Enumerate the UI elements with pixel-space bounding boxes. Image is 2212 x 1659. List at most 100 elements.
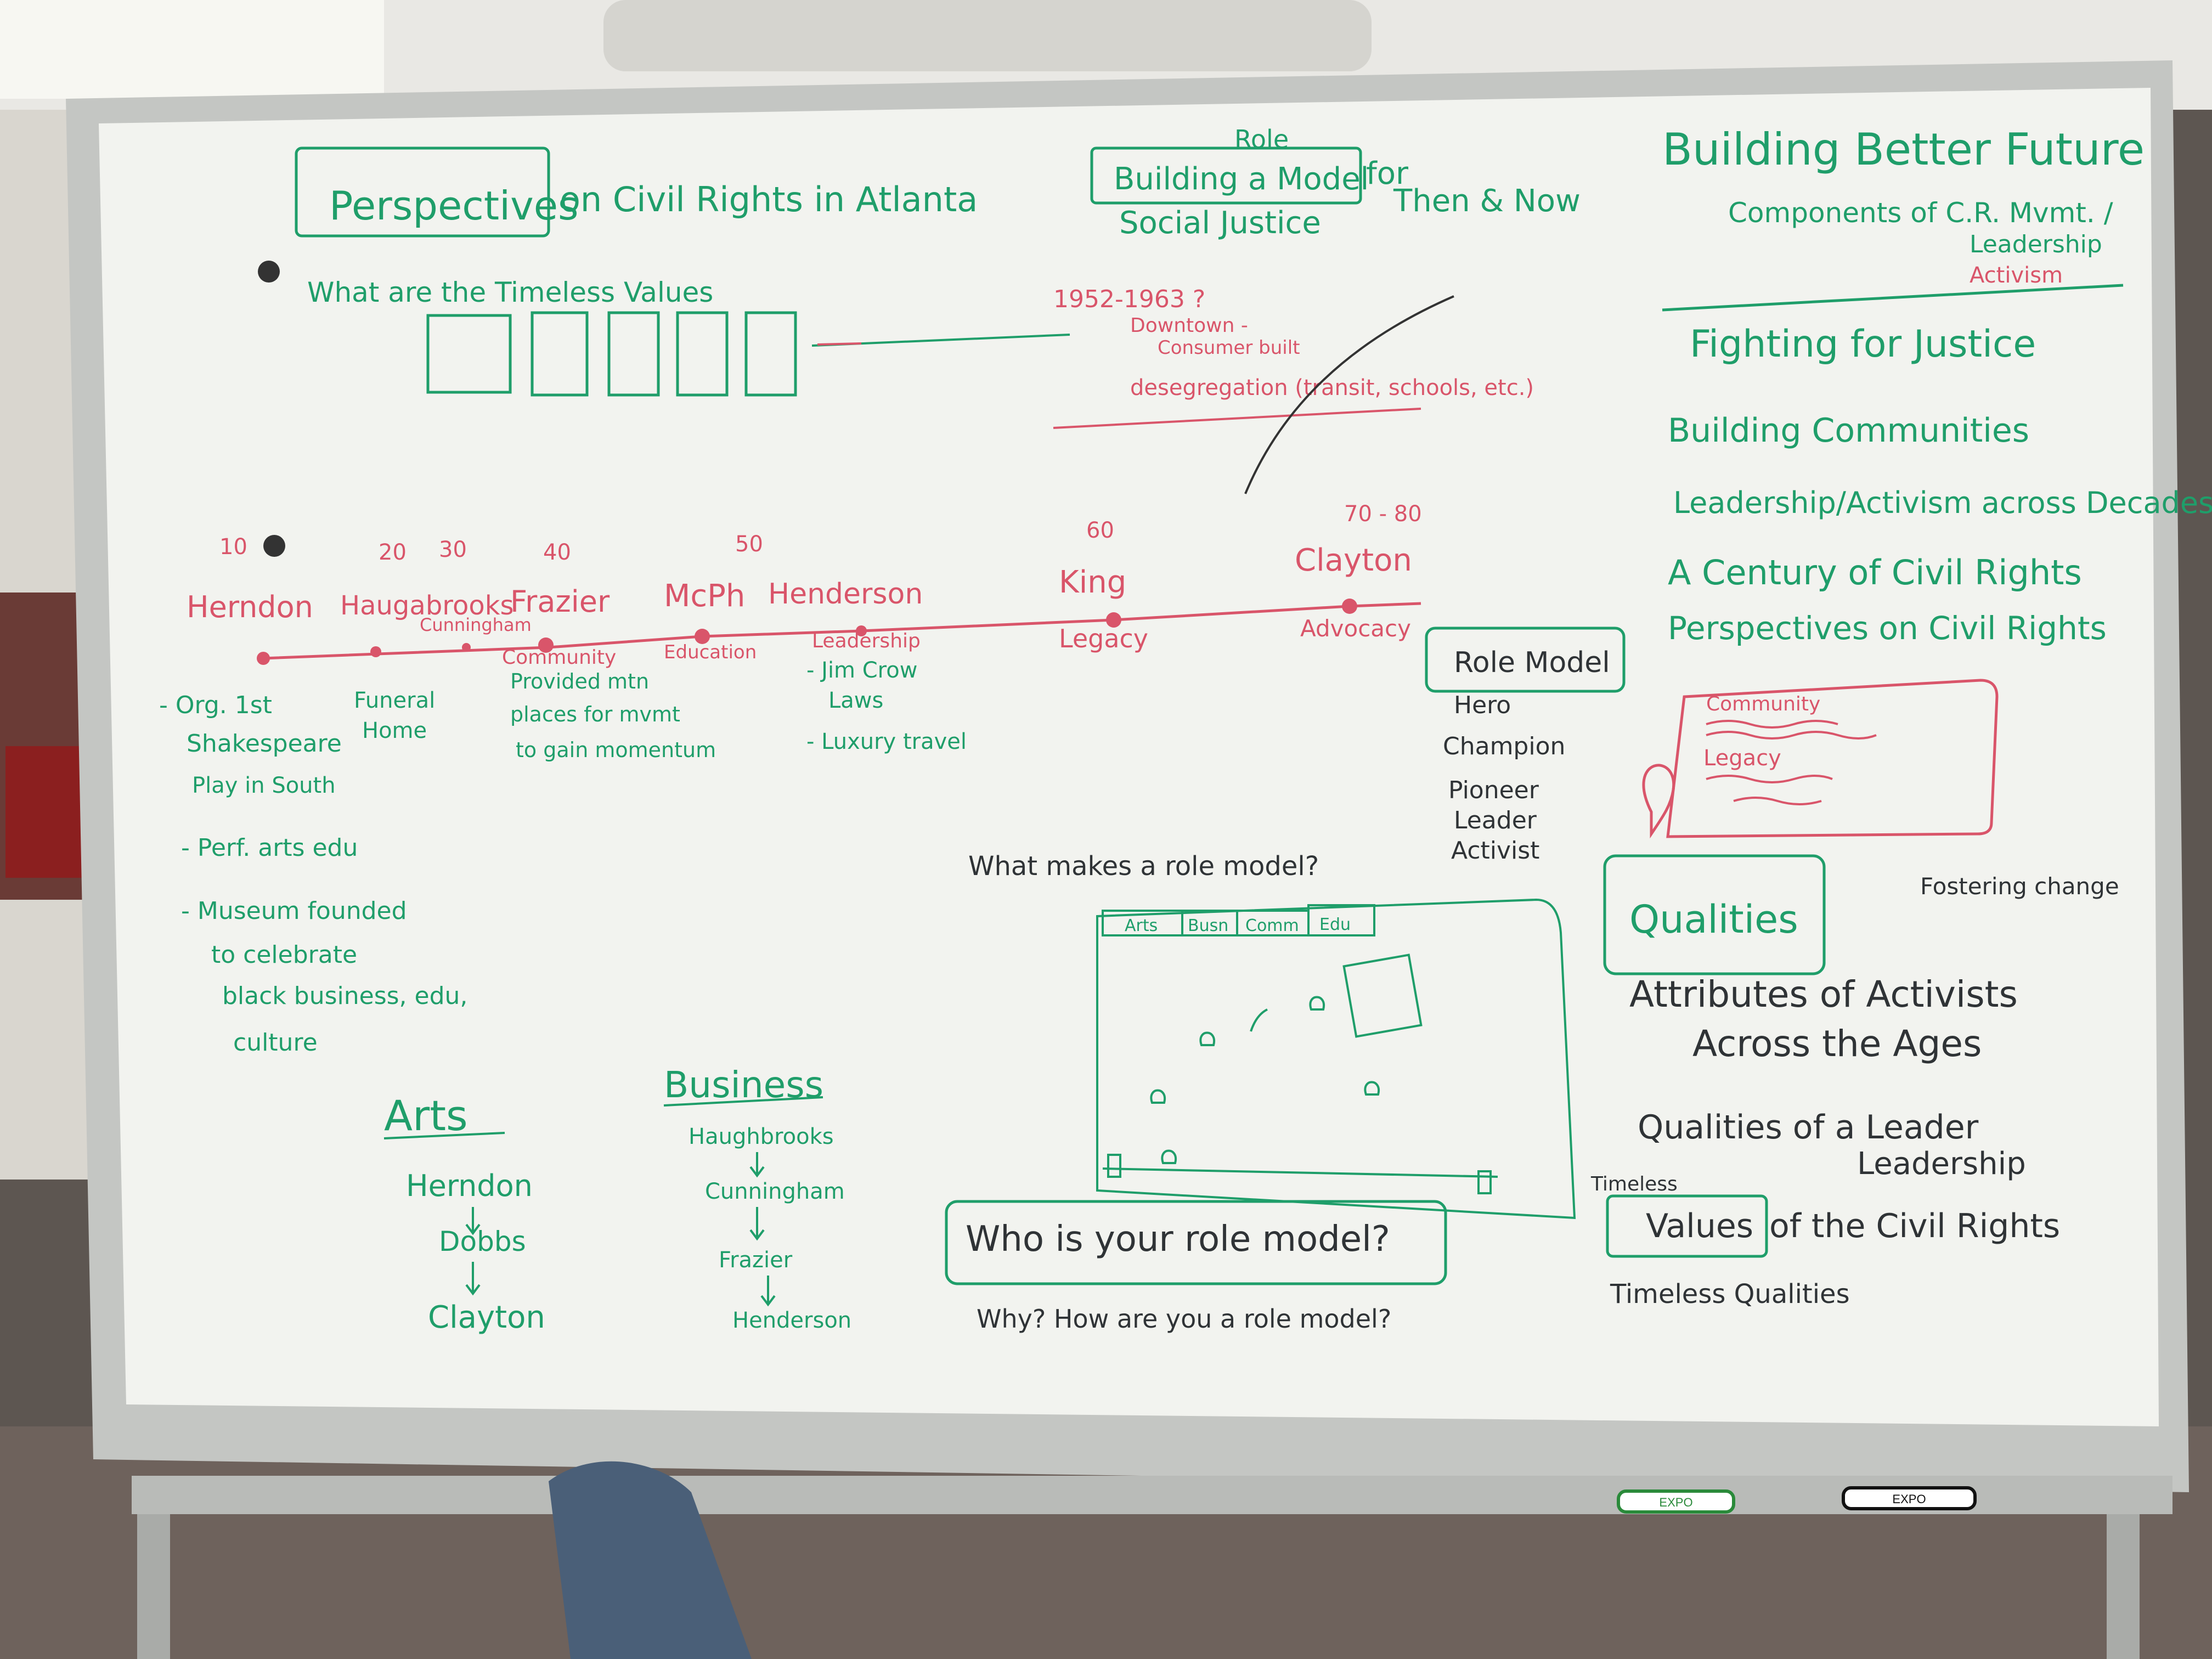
- qualities-line: Leadership: [1857, 1146, 2026, 1182]
- timeline-name: Frazier: [510, 584, 610, 619]
- arts-underline: [383, 1132, 505, 1139]
- sketch-tab-label: Busn: [1188, 916, 1228, 935]
- social-justice-text: Social Justice: [1119, 205, 1321, 241]
- who-box: [945, 1200, 1447, 1285]
- qualities-line: Timeless: [1590, 1173, 1678, 1195]
- sketch-frame: [1096, 898, 1576, 1220]
- arts-item: Herndon: [406, 1169, 533, 1203]
- qualities-title: Qualities: [1629, 897, 1798, 942]
- ceiling-light: [0, 0, 384, 99]
- frazier-note: Provided mtn: [510, 669, 649, 693]
- building-box: [1090, 146, 1362, 205]
- role-model-box: [1425, 627, 1626, 693]
- decade-label: 40: [543, 540, 571, 565]
- magnet-dot: [258, 261, 280, 283]
- arts-item: Dobbs: [439, 1226, 526, 1257]
- stand-right: [2107, 1514, 2140, 1659]
- timeline-name: Cunningham: [420, 614, 532, 635]
- right-line3: Leadership: [1970, 230, 2102, 258]
- decade-label: 70 - 80: [1344, 501, 1422, 527]
- frazier-note: places for mvmt: [510, 702, 680, 726]
- qualities-line: Across the Ages: [1692, 1023, 1982, 1065]
- wall-poster-2: [5, 746, 88, 878]
- herndon-note: - Museum founded: [181, 897, 407, 925]
- desegregation-line: [1053, 408, 1421, 429]
- qualities-line: of the Civil Rights: [1769, 1207, 2060, 1245]
- timeline-label: Legacy: [1059, 624, 1148, 653]
- marker-brand-label: EXPO: [1659, 1496, 1692, 1509]
- haug-note: Funeral: [354, 688, 435, 713]
- title-box: [295, 146, 550, 238]
- title-rest-text: on Civil Rights in Atlanta: [560, 179, 978, 219]
- timeline-label: Leadership: [812, 630, 921, 652]
- timeline-name: McPh: [664, 578, 745, 614]
- center-question: What makes a role model?: [968, 851, 1319, 882]
- map-card-line: Legacy: [1703, 746, 1781, 771]
- business-item: Henderson: [732, 1308, 851, 1333]
- curve-line: [1244, 295, 1454, 494]
- henderson-note: Laws: [828, 688, 883, 713]
- henderson-note: - Luxury travel: [806, 729, 967, 754]
- timeline-label: Education: [664, 641, 757, 663]
- timeline-name: Haugabrooks: [340, 590, 514, 621]
- sketch-tab-label: Arts: [1125, 916, 1158, 935]
- value-boxes: [426, 311, 797, 397]
- qualities-line: Attributes of Activists: [1629, 973, 2018, 1015]
- timeline-points: [257, 599, 1357, 665]
- values-text: Values: [1646, 1207, 1753, 1245]
- decade-label: 60: [1086, 518, 1114, 543]
- decade-label: 30: [439, 537, 467, 562]
- herndon-note: culture: [233, 1029, 318, 1057]
- right-list-item: A Century of Civil Rights: [1668, 552, 2082, 592]
- role-inserted: Role: [1234, 125, 1289, 154]
- timeline-name: Herndon: [187, 590, 313, 624]
- right-list-item: Perspectives on Civil Rights: [1668, 610, 2107, 647]
- qualities-box: [1603, 854, 1826, 975]
- qualities-line: Timeless Qualities: [1610, 1279, 1850, 1310]
- right-list-item: Fighting for Justice: [1690, 323, 2036, 366]
- right-line2: Components of C.R. Mvmt. /: [1728, 197, 2113, 229]
- business-item: Frazier: [719, 1248, 793, 1273]
- decade-label: 20: [379, 540, 407, 565]
- role-model-item: Champion: [1443, 732, 1565, 760]
- business-item: Haughbrooks: [689, 1124, 834, 1149]
- stand-left: [137, 1514, 170, 1659]
- sketch-tab-label: Comm: [1245, 916, 1299, 935]
- right-title: Building Better Future: [1662, 124, 2145, 175]
- subtitle-text: What are the Timeless Values: [307, 276, 713, 308]
- timeline-name: Henderson: [768, 578, 923, 611]
- timeline-name: King: [1059, 565, 1126, 600]
- business-item: Cunningham: [705, 1179, 845, 1204]
- role-model-item: Leader: [1454, 806, 1537, 834]
- sketch-tab-label: Edu: [1319, 915, 1351, 934]
- downtown-note-2: Consumer built: [1158, 337, 1300, 359]
- marker-brand-label: EXPO: [1892, 1492, 1926, 1506]
- down-arrows: [465, 1152, 776, 1307]
- who-question: Who is your role model?: [966, 1219, 1390, 1260]
- map-pin-icon: [1642, 764, 1675, 839]
- marker-tray: [132, 1476, 2172, 1514]
- right-list-item: Leadership/Activism across Decades: [1673, 486, 2212, 520]
- herndon-note: - Org. 1st: [159, 691, 272, 719]
- role-model-item: Pioneer: [1448, 776, 1539, 804]
- downtown-note-1: Downtown -: [1130, 314, 1248, 337]
- right-list-item: Building Communities: [1668, 411, 2029, 450]
- fostering-text: Fostering change: [1920, 873, 2119, 900]
- eraser-cloth: [549, 1461, 752, 1659]
- building-text: Building a Model: [1114, 161, 1369, 197]
- magnet-dot: [263, 535, 285, 557]
- sketch-tabs: [1102, 904, 1375, 936]
- sketch-marks: [1102, 953, 1498, 1194]
- decade-label: 50: [735, 532, 763, 557]
- then-now-text: Then & Now: [1393, 183, 1581, 219]
- arts-title: Arts: [384, 1091, 468, 1140]
- decade-label: 10: [219, 534, 247, 560]
- marker-green: [1617, 1489, 1735, 1514]
- right-divider: [1662, 284, 2124, 312]
- value-line-red: [817, 342, 862, 346]
- map-card: [1666, 679, 1999, 838]
- why-question: Why? How are you a role model?: [977, 1304, 1391, 1334]
- years-note: 1952-1963 ?: [1053, 285, 1205, 313]
- frazier-note: to gain momentum: [516, 738, 716, 762]
- desegregation-note: desegregation (transit, schools, etc.): [1130, 375, 1534, 400]
